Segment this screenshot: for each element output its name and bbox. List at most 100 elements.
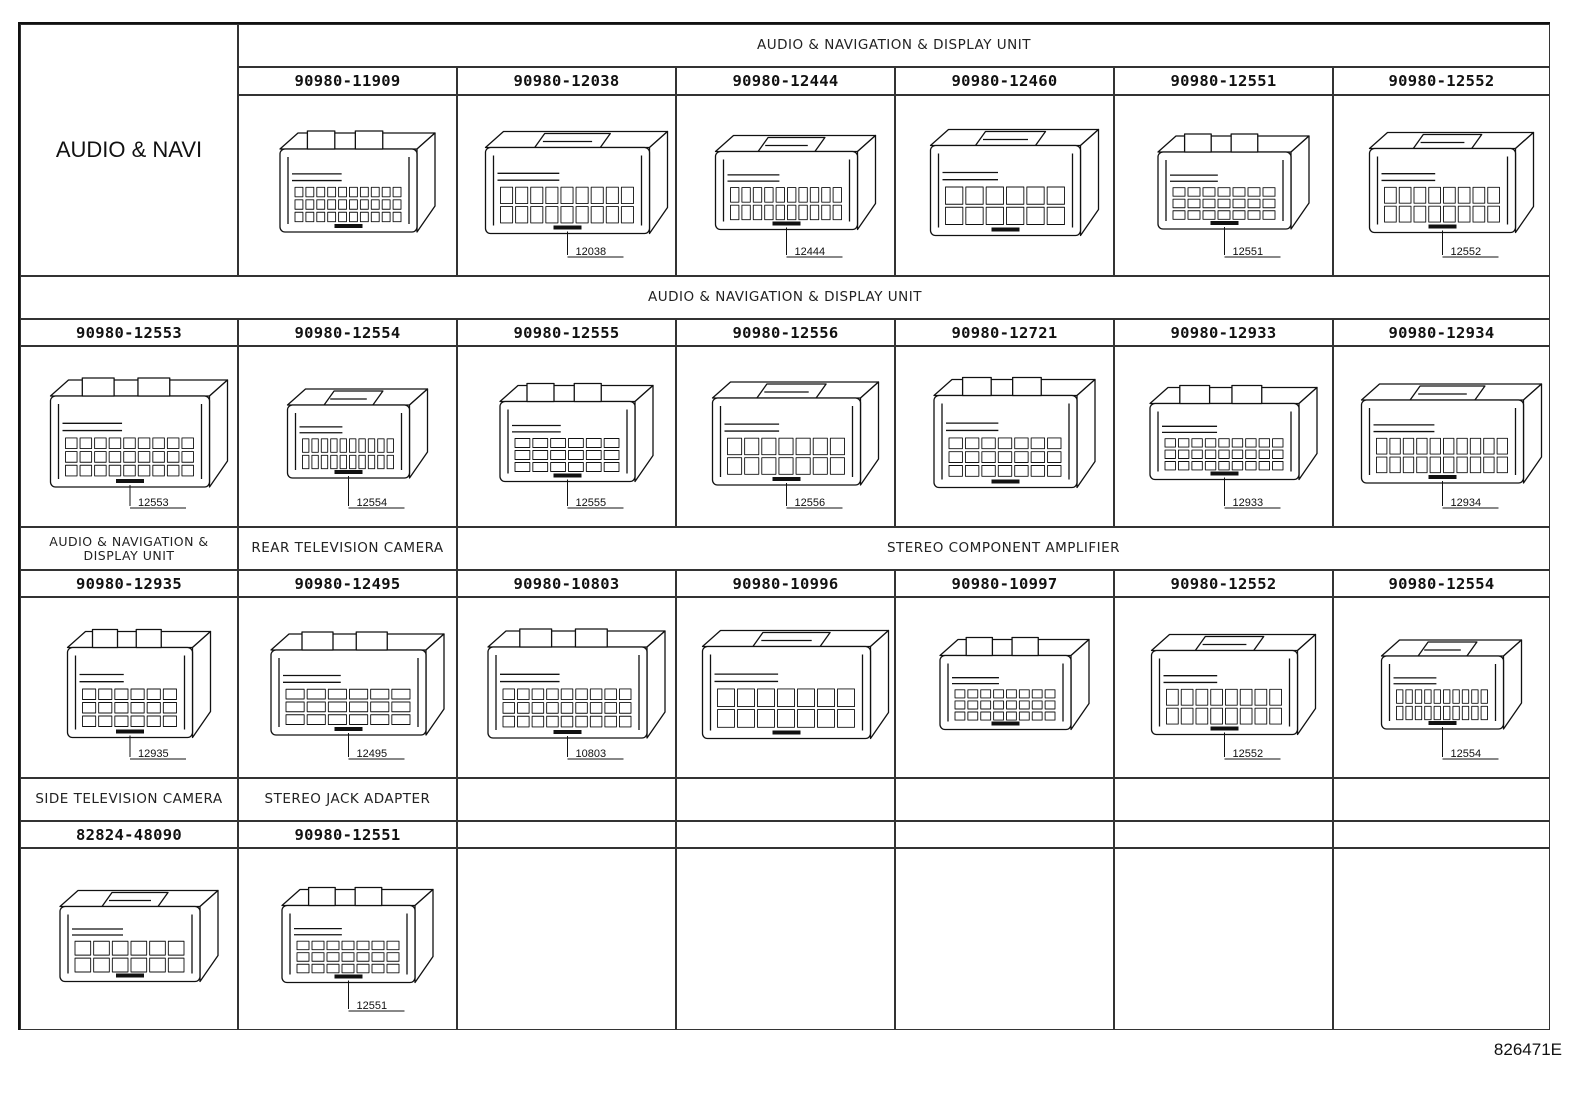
connector-drawing: 12444 — [714, 134, 877, 258]
connector-illustration — [281, 886, 434, 984]
connector-image — [895, 346, 1114, 527]
section-header: AUDIO & NAVIGATION & DISPLAY UNIT — [20, 276, 1550, 319]
part-number-label: 90980-11909 — [294, 72, 401, 90]
part-number-label: 90980-12554 — [294, 323, 401, 342]
connector-illustration — [933, 376, 1096, 489]
connector-illustration — [1157, 133, 1310, 230]
section-header-label: AUDIO & NAVIGATION & DISPLAY UNIT — [49, 533, 209, 563]
section-header-label: REAR TELEVISION CAMERA — [251, 540, 444, 557]
part-number-label: 90980-10997 — [951, 574, 1058, 593]
part-number: 90980-12444 — [676, 67, 895, 95]
connector-illustration — [66, 628, 212, 739]
callout-label: 12935 — [138, 748, 169, 760]
connector-drawing: 12933 — [1149, 384, 1318, 509]
connector-illustration — [487, 628, 666, 739]
connector-image — [238, 95, 457, 276]
callout-label: 12495 — [357, 748, 388, 760]
part-number: 90980-10803 — [457, 570, 676, 597]
connector-drawing — [701, 629, 890, 740]
connector-image: 12551 — [1114, 95, 1333, 276]
part-number: 90980-10996 — [676, 570, 895, 597]
part-number — [457, 821, 676, 848]
section-header: REAR TELEVISION CAMERA — [238, 527, 457, 570]
section-header: STEREO COMPONENT AMPLIFIER — [457, 527, 1550, 570]
part-number-label: 90980-12935 — [76, 574, 182, 593]
part-number: 90980-12551 — [238, 821, 457, 848]
section-header: STEREO JACK ADAPTER — [238, 778, 457, 821]
callout-label: 12555 — [576, 497, 607, 509]
part-number: 90980-12551 — [1114, 67, 1333, 95]
part-number-label: 90980-10803 — [513, 574, 620, 593]
connector-image — [895, 597, 1114, 778]
empty-cell — [1114, 848, 1333, 1030]
section-header: SIDE TELEVISION CAMERA — [20, 778, 238, 821]
part-number-label: 90980-12460 — [951, 72, 1058, 90]
callout-label: 10803 — [576, 748, 607, 760]
part-number — [1114, 821, 1333, 848]
connector-image: 12552 — [1333, 95, 1550, 276]
connector-illustration — [1360, 383, 1543, 484]
part-number-label: 82824-48090 — [76, 825, 182, 844]
callout-label: 12551 — [1233, 246, 1264, 258]
section-header — [1114, 778, 1333, 821]
connector-drawing: 12934 — [1360, 383, 1543, 509]
connector-image: 12444 — [676, 95, 895, 276]
connector-illustration — [1380, 639, 1523, 730]
callout-label: 12556 — [795, 497, 826, 509]
part-number: 90980-12721 — [895, 319, 1114, 346]
connector-drawing: 12495 — [270, 631, 445, 760]
connector-drawing: 12552 — [1368, 131, 1535, 258]
connector-illustration — [499, 382, 654, 483]
connector-image — [895, 95, 1114, 276]
part-number: 82824-48090 — [20, 821, 238, 848]
connector-image: 12495 — [238, 597, 457, 778]
connector-image: 12934 — [1333, 346, 1550, 527]
section-header-label: SIDE TELEVISION CAMERA — [35, 791, 223, 808]
connector-illustration — [929, 128, 1100, 237]
section-header-label: STEREO JACK ADAPTER — [264, 791, 431, 808]
connector-drawing — [933, 376, 1096, 489]
connector-drawing: 12554 — [1380, 639, 1523, 760]
part-number: 90980-12038 — [457, 67, 676, 95]
section-header — [1333, 778, 1550, 821]
connector-drawing — [939, 636, 1090, 731]
connector-drawing: 12935 — [66, 628, 212, 760]
callout-label: 12554 — [357, 497, 388, 509]
connector-illustration — [1368, 131, 1535, 234]
part-number-label: 90980-12934 — [1388, 323, 1495, 342]
connector-illustration — [939, 636, 1090, 731]
connector-illustration — [279, 130, 436, 233]
connector-illustration — [1150, 633, 1317, 736]
connector-illustration — [711, 381, 880, 486]
connector-image: 10803 — [457, 597, 676, 778]
connector-image: 12556 — [676, 346, 895, 527]
part-number: 90980-10997 — [895, 570, 1114, 597]
part-number-label: 90980-12556 — [732, 323, 839, 342]
connector-image — [676, 597, 895, 778]
section-header-label: AUDIO & NAVIGATION & DISPLAY UNIT — [757, 37, 1031, 54]
part-number: 90980-12495 — [238, 570, 457, 597]
part-number: 90980-12934 — [1333, 319, 1550, 346]
connector-image: 12551 — [238, 848, 457, 1030]
section-header: AUDIO & NAVIGATION & DISPLAY UNIT — [20, 527, 238, 570]
callout-label: 12038 — [576, 246, 607, 258]
connector-drawing: 10803 — [487, 628, 666, 760]
part-number-label: 90980-12444 — [732, 72, 839, 90]
callout-label: 12444 — [795, 246, 826, 258]
connector-illustration — [714, 134, 877, 231]
part-number-label: 90980-12495 — [294, 574, 401, 593]
connector-drawing — [59, 889, 219, 983]
part-number-label: 90980-12551 — [1170, 72, 1277, 90]
part-number-label: 90980-12553 — [76, 323, 182, 342]
part-number: 90980-12554 — [238, 319, 457, 346]
part-number: 90980-12553 — [20, 319, 238, 346]
part-number-label: 90980-12554 — [1388, 574, 1495, 593]
connector-illustration — [270, 631, 445, 736]
connector-image: 12553 — [20, 346, 238, 527]
section-header — [676, 778, 895, 821]
empty-cell — [895, 848, 1114, 1030]
part-number-label: 90980-12552 — [1170, 574, 1277, 593]
section-header-label: STEREO COMPONENT AMPLIFIER — [886, 540, 1121, 557]
part-number: 90980-12552 — [1333, 67, 1550, 95]
